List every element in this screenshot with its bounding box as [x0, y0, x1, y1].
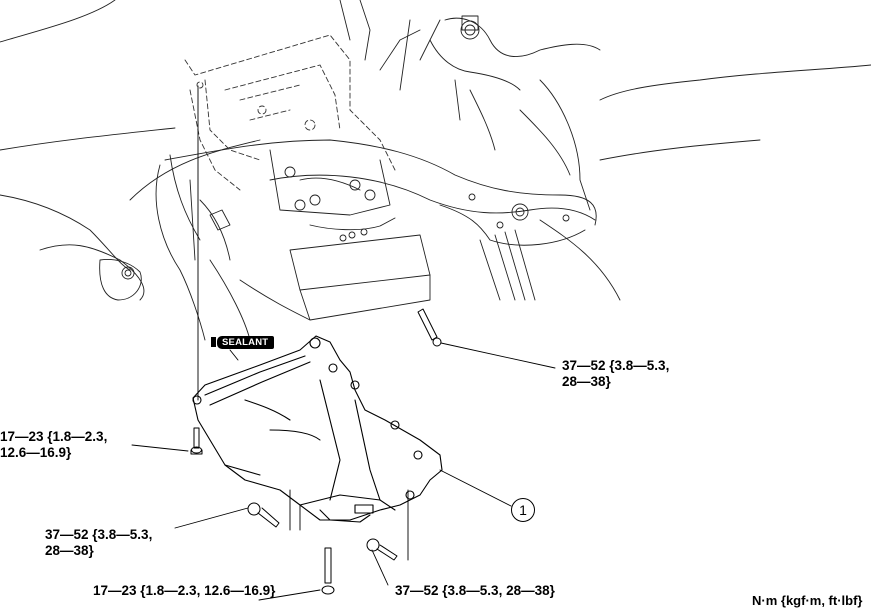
sealant-tube-cap-icon: [211, 337, 216, 347]
sealant-label: SEALANT: [217, 335, 275, 349]
torque-line-1: 17—23 {1.8—2.3, 12.6—16.9}: [93, 583, 276, 598]
torque-label-lower-left: 37—52 {3.8—5.3, 28—38}: [45, 527, 152, 559]
units-legend: N·m {kgf·m, ft·lbf}: [752, 593, 863, 608]
bolt-upper-right: [417, 308, 442, 347]
bolt-left: [190, 427, 203, 455]
torque-line-2: 28—38}: [45, 543, 94, 558]
torque-label-upper-right: 37—52 {3.8—5.3, 28—38}: [562, 358, 669, 390]
bolt-bottom-right: [366, 538, 398, 561]
bolt-bottom-long: [321, 547, 335, 595]
engine-background: [0, 0, 871, 341]
torque-line-2: 28—38}: [562, 374, 611, 389]
sealant-tag: SEALANT: [211, 335, 275, 349]
torque-label-bottom-long: 17—23 {1.8—2.3, 12.6—16.9}: [93, 583, 275, 599]
hidden-outline: [184, 34, 396, 191]
torque-line-1: 37—52 {3.8—5.3,: [562, 358, 670, 373]
torque-line-1: 17—23 {1.8—2.3,: [0, 429, 108, 444]
bolts: [190, 308, 442, 595]
torque-label-left: 17—23 {1.8—2.3, 12.6—16.9}: [0, 429, 107, 461]
torque-line-2: 12.6—16.9}: [0, 445, 72, 460]
bolt-lower-left: [247, 502, 280, 528]
leader-lines: [131, 85, 556, 601]
torque-label-bottom-right: 37—52 {3.8—5.3, 28—38}: [395, 583, 555, 599]
oil-pan: [192, 335, 443, 523]
torque-line-1: 37—52 {3.8—5.3,: [45, 527, 153, 542]
torque-line-1: 37—52 {3.8—5.3, 28—38}: [395, 583, 555, 598]
callout-oil-pan: 1: [511, 498, 535, 522]
